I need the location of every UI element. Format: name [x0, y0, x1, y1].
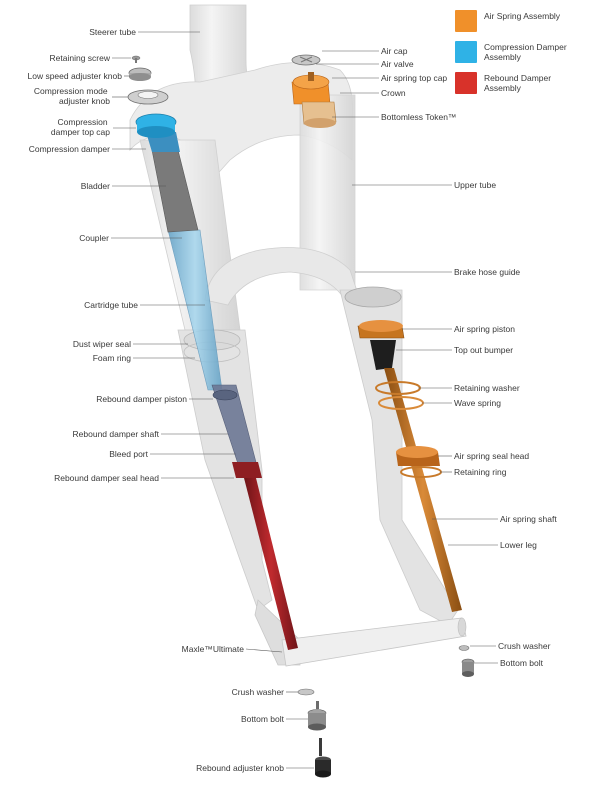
- rebound-damper-seal-head: [232, 462, 262, 478]
- rebound-damper-assembly: [211, 384, 298, 650]
- label-bleed-port: Bleed port: [109, 449, 148, 459]
- label-bottom-bolt-right: Bottom bolt: [500, 658, 544, 668]
- label-bottomless-token: Bottomless Token™: [381, 112, 456, 122]
- label-rebound-damper-seal-head: Rebound damper seal head: [54, 473, 159, 483]
- label-retaining-ring: Retaining ring: [454, 467, 507, 477]
- label-retaining-screw: Retaining screw: [50, 53, 111, 63]
- label-compression-damper-top-cap: Compression damper top cap: [51, 117, 110, 137]
- right-crush-washer: [458, 645, 470, 651]
- label-cartridge-tube: Cartridge tube: [84, 300, 138, 310]
- label-steerer-tube: Steerer tube: [89, 27, 136, 37]
- label-lower-leg: Lower leg: [500, 540, 537, 550]
- rebound-damper-shaft: [244, 478, 298, 650]
- left-crush-washer: [297, 688, 315, 696]
- air-cap: [291, 54, 321, 66]
- label-air-spring-shaft: Air spring shaft: [500, 514, 557, 524]
- label-bladder: Bladder: [81, 181, 110, 191]
- label-dust-wiper-seal: Dust wiper seal: [73, 339, 131, 349]
- legend-label-air-spring: Air Spring Assembly: [484, 11, 561, 21]
- label-air-valve: Air valve: [381, 59, 414, 69]
- label-air-cap: Air cap: [381, 46, 408, 56]
- right-dust-wiper-seal: [344, 286, 402, 308]
- air-spring-shaft: [384, 368, 462, 612]
- right-labels: Air cap Air valve Air spring top cap Cro…: [381, 46, 557, 668]
- retaining-screw: [131, 55, 141, 63]
- legend-item-air-spring: Air Spring Assembly: [455, 10, 595, 32]
- left-labels: Steerer tube Retaining screw Low speed a…: [27, 27, 284, 773]
- label-crown: Crown: [381, 88, 406, 98]
- top-out-bumper: [370, 340, 396, 370]
- loose-hardware: [297, 645, 475, 778]
- label-low-speed-adjuster-knob: Low speed adjuster knob: [27, 71, 122, 81]
- label-coupler: Coupler: [79, 233, 109, 243]
- label-compression-damper-top-cap-line2: damper top cap: [51, 127, 110, 137]
- label-compression-damper: Compression damper: [29, 144, 110, 154]
- label-wave-spring: Wave spring: [454, 398, 501, 408]
- label-air-spring-seal-head: Air spring seal head: [454, 451, 529, 461]
- label-air-spring-piston: Air spring piston: [454, 324, 515, 334]
- air-spring-assembly: [291, 54, 462, 612]
- legend-label-compression-damper: Compression Damper Assembly: [484, 42, 567, 62]
- label-air-spring-top-cap: Air spring top cap: [381, 73, 447, 83]
- label-rebound-adjuster-knob: Rebound adjuster knob: [196, 763, 284, 773]
- label-compression-damper-top-cap-line1: Compression: [58, 117, 108, 127]
- label-brake-hose-guide: Brake hose guide: [454, 267, 520, 277]
- maxle-axle: [281, 617, 467, 667]
- label-rebound-damper-shaft: Rebound damper shaft: [73, 429, 160, 439]
- legend-item-compression-damper: Compression Damper Assembly: [455, 41, 595, 63]
- left-lower-leg: [177, 329, 273, 611]
- legend-swatch-compression-damper: [455, 41, 477, 63]
- air-valve: [308, 72, 314, 81]
- legend-swatch-air-spring: [455, 10, 477, 32]
- bottomless-token: [301, 101, 337, 125]
- label-maxle-ultimate: Maxle™Ultimate: [182, 644, 245, 654]
- left-bottom-bolt: [307, 701, 327, 731]
- label-crush-washer-left: Crush washer: [232, 687, 285, 697]
- rebound-adjuster-knob: [315, 738, 331, 778]
- label-retaining-washer: Retaining washer: [454, 383, 520, 393]
- leader-lines: [111, 31, 498, 769]
- label-upper-tube: Upper tube: [454, 180, 496, 190]
- compression-damper-assembly: [127, 55, 223, 391]
- arch: [204, 247, 361, 306]
- legend-label-rebound-damper: Rebound Damper Assembly: [484, 73, 552, 93]
- label-bottom-bolt-left: Bottom bolt: [241, 714, 285, 724]
- label-crush-washer-right: Crush washer: [498, 641, 551, 651]
- label-compression-mode-adjuster-knob-line1: Compression mode: [34, 86, 108, 96]
- label-compression-mode-adjuster-knob-line2: adjuster knob: [59, 96, 110, 106]
- legend: Air Spring Assembly Compression Damper A…: [455, 10, 595, 103]
- label-compression-mode-adjuster-knob: Compression mode adjuster knob: [34, 86, 110, 106]
- legend-swatch-rebound-damper: [455, 72, 477, 94]
- label-rebound-damper-piston: Rebound damper piston: [96, 394, 187, 404]
- legend-item-rebound-damper: Rebound Damper Assembly: [455, 72, 595, 94]
- label-top-out-bumper: Top out bumper: [454, 345, 513, 355]
- label-foam-ring: Foam ring: [93, 353, 132, 363]
- rebound-damper-piston: [212, 389, 238, 401]
- right-bottom-bolt: [461, 658, 475, 677]
